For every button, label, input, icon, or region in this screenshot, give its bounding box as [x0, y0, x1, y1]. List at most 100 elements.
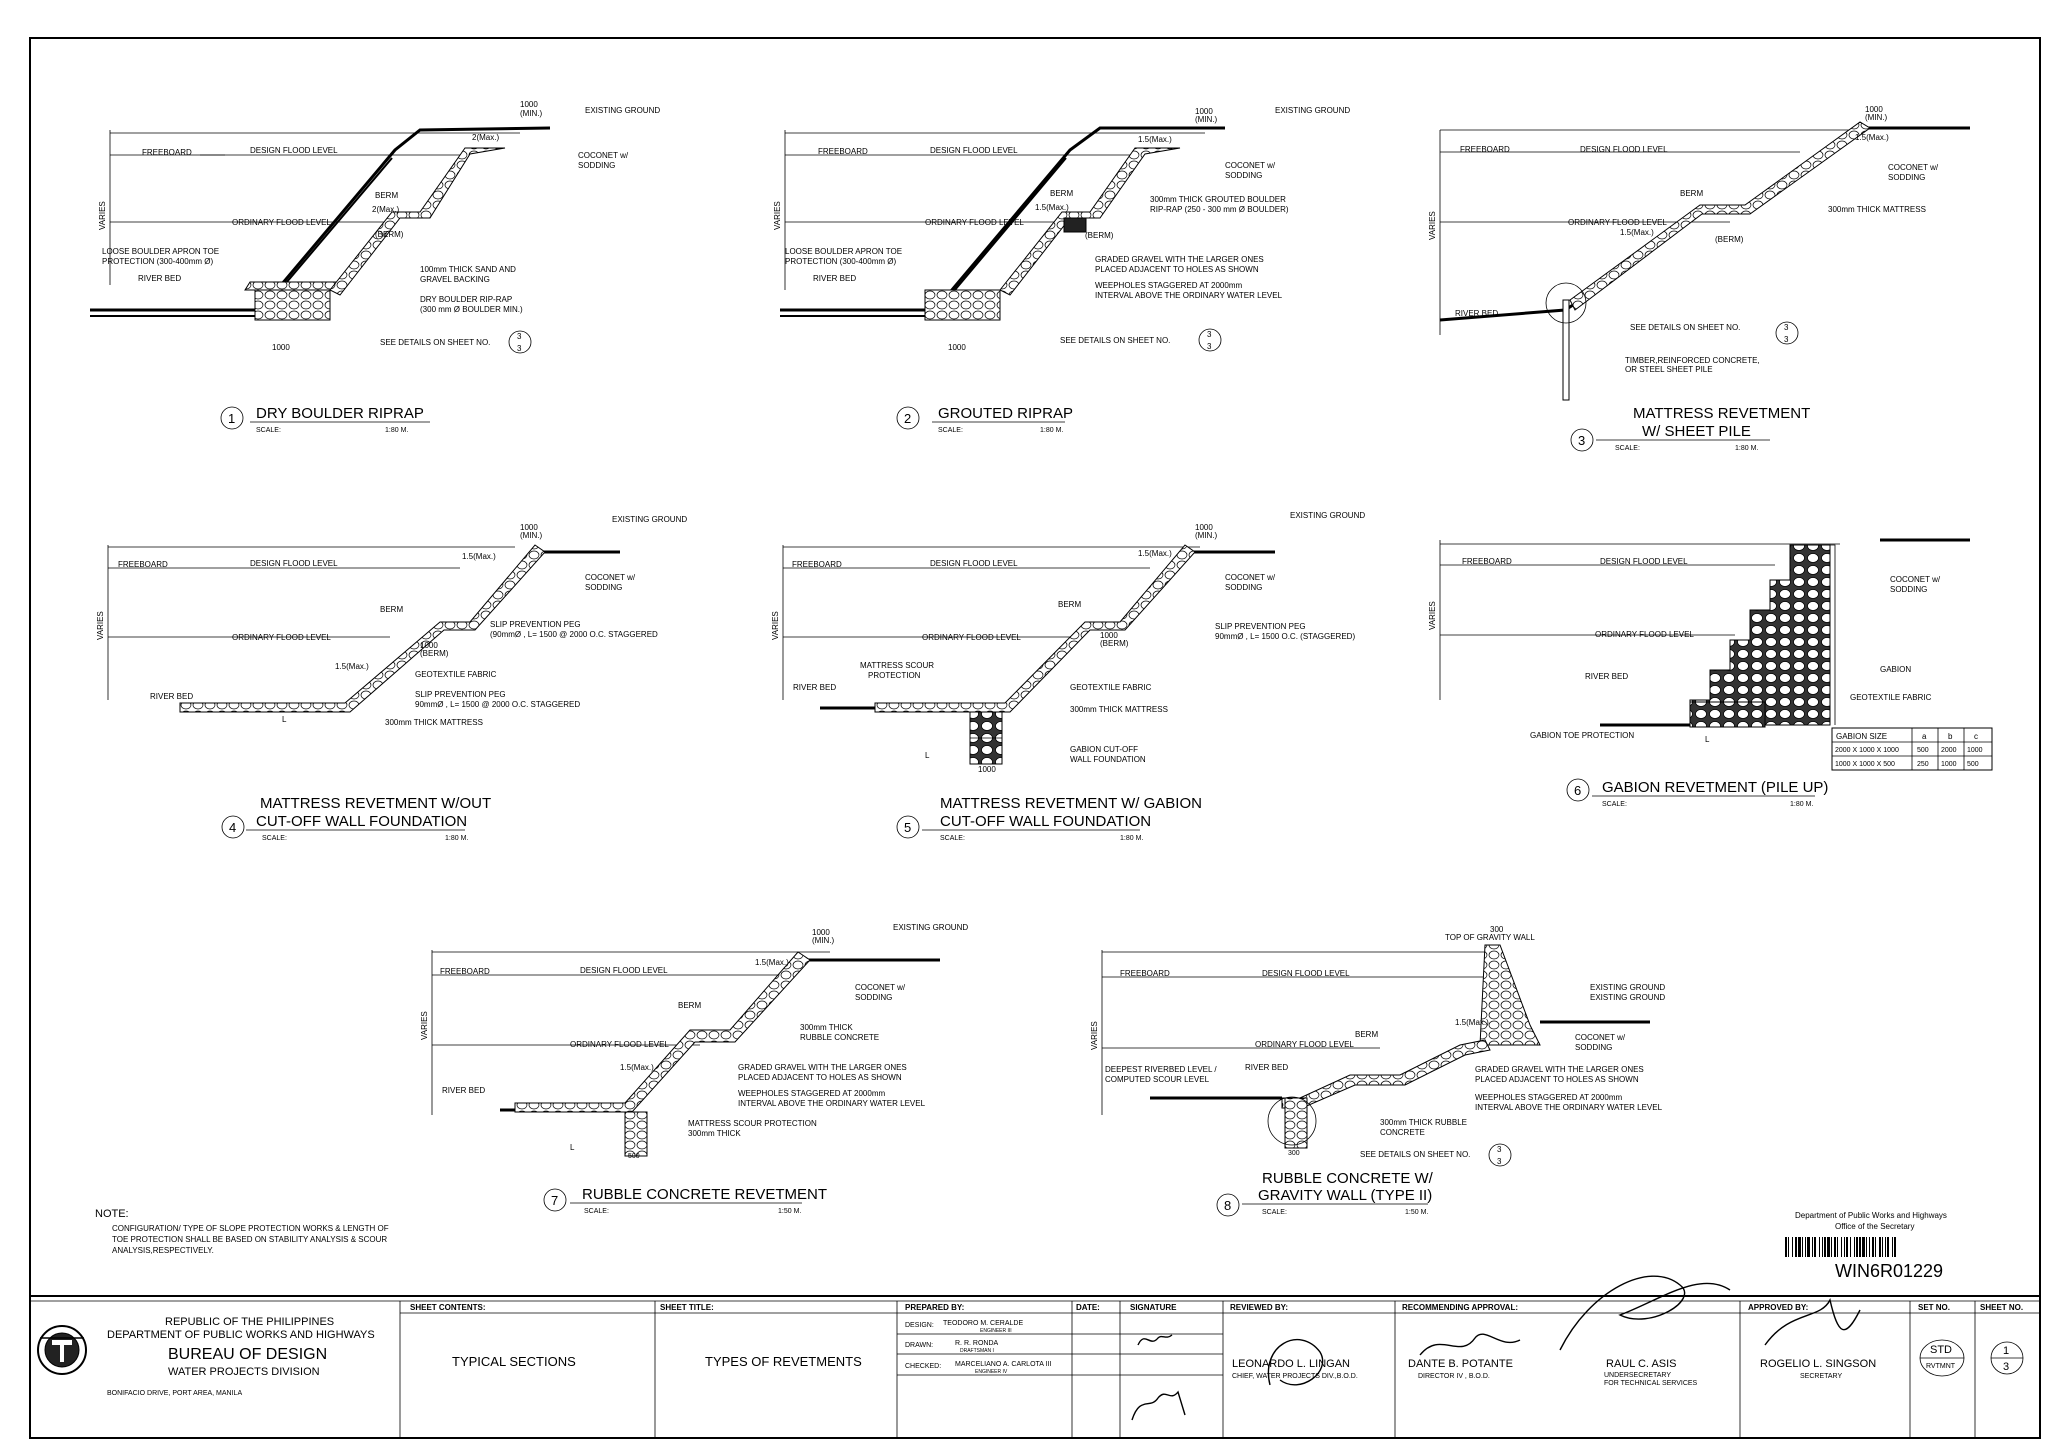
barcode-bar [1894, 1237, 1896, 1257]
svg-text:SCALE:: SCALE: [940, 835, 965, 842]
barcode-bar [1866, 1237, 1867, 1257]
svg-text:GRADED GRAVEL WITH THE LARGER: GRADED GRAVEL WITH THE LARGER ONES [1475, 1065, 1644, 1074]
svg-text:SHEET NO.: SHEET NO. [1980, 1303, 2023, 1312]
svg-text:a: a [1922, 732, 1927, 741]
svg-text:SCALE:: SCALE: [262, 835, 287, 842]
signature-recommending-1 [1419, 1333, 1521, 1356]
svg-text:(BERM): (BERM) [1100, 639, 1129, 648]
barcode-bar [1862, 1237, 1865, 1257]
svg-text:1000: 1000 [1100, 631, 1118, 640]
svg-text:MATTRESS SCOUR PROTECTION: MATTRESS SCOUR PROTECTION [688, 1119, 817, 1128]
barcode-bar [1879, 1237, 1881, 1257]
svg-text:ORDINARY FLOOD LEVEL: ORDINARY FLOOD LEVEL [925, 218, 1024, 227]
svg-text:SEE DETAILS ON SHEET NO.: SEE DETAILS ON SHEET NO. [1630, 323, 1740, 332]
svg-text:SODDING: SODDING [1888, 173, 1925, 182]
svg-text:GEOTEXTILE FABRIC: GEOTEXTILE FABRIC [1070, 683, 1152, 692]
svg-text:L: L [1705, 735, 1710, 744]
svg-text:GEOTEXTILE FABRIC: GEOTEXTILE FABRIC [415, 670, 497, 679]
svg-text:TIMBER,REINFORCED CONCRETE,: TIMBER,REINFORCED CONCRETE, [1625, 356, 1760, 365]
svg-text:PLACED ADJACENT TO HOLES AS SH: PLACED ADJACENT TO HOLES AS SHOWN [1475, 1075, 1639, 1084]
svg-text:GRADED GRAVEL WITH THE LARGER: GRADED GRAVEL WITH THE LARGER ONES [738, 1063, 907, 1072]
svg-text:DRAWN:: DRAWN: [905, 1342, 933, 1349]
svg-text:BERM: BERM [1355, 1030, 1378, 1039]
signature-date-1 [1137, 1334, 1173, 1346]
svg-text:RIP-RAP (250 - 300 mm Ø BOULDE: RIP-RAP (250 - 300 mm Ø BOULDER) [1150, 205, 1289, 214]
svg-text:L: L [925, 751, 930, 760]
barcode-bar [1795, 1237, 1797, 1257]
svg-text:1000: 1000 [1195, 107, 1213, 116]
svg-text:BERM: BERM [380, 605, 403, 614]
svg-text:BERM: BERM [1680, 189, 1703, 198]
svg-text:FOR TECHNICAL SERVICES: FOR TECHNICAL SERVICES [1604, 1380, 1698, 1387]
svg-text:RUBBLE CONCRETE W/: RUBBLE CONCRETE W/ [1262, 1170, 1434, 1187]
barcode-bar [1788, 1237, 1789, 1257]
svg-text:SIGNATURE: SIGNATURE [1130, 1303, 1177, 1312]
svg-text:5: 5 [904, 820, 911, 835]
svg-text:1:50 M.: 1:50 M. [778, 1208, 801, 1215]
svg-text:DATE:: DATE: [1076, 1303, 1100, 1312]
svg-text:2000 X 1000 X 1000: 2000 X 1000 X 1000 [1835, 747, 1899, 754]
svg-text:VARIES: VARIES [771, 611, 780, 640]
svg-text:CHIEF, WATER PROJECTS DIV.,B.O: CHIEF, WATER PROJECTS DIV.,B.O.D. [1232, 1373, 1358, 1380]
barcode-bar [1831, 1237, 1832, 1257]
svg-text:1.5(Max.): 1.5(Max.) [1855, 133, 1889, 142]
svg-text:RIVER BED: RIVER BED [813, 274, 856, 283]
svg-text:REVIEWED BY:: REVIEWED BY: [1230, 1303, 1288, 1312]
svg-text:300mm THICK RUBBLE: 300mm THICK RUBBLE [1380, 1118, 1467, 1127]
barcode-bar [1824, 1237, 1826, 1257]
svg-text:(MIN.): (MIN.) [1195, 115, 1218, 124]
signature-date-2 [1131, 1390, 1186, 1421]
svg-text:1: 1 [228, 411, 235, 426]
svg-text:100mm THICK SAND AND: 100mm THICK SAND AND [420, 265, 516, 274]
svg-text:3: 3 [1207, 330, 1212, 339]
svg-text:TEODORO M. CERALDE: TEODORO M. CERALDE [943, 1320, 1023, 1327]
svg-text:VARIES: VARIES [96, 611, 105, 640]
svg-text:GABION REVETMENT (PILE UP): GABION REVETMENT (PILE UP) [1602, 779, 1828, 796]
svg-text:DANTE B. POTANTE: DANTE B. POTANTE [1408, 1358, 1513, 1370]
svg-text:DIRECTOR IV , B.O.D.: DIRECTOR IV , B.O.D. [1418, 1373, 1490, 1380]
svg-text:COCONET w/: COCONET w/ [1888, 163, 1939, 172]
svg-text:90mmØ , L= 1500 @ 2000 O.C. ST: 90mmØ , L= 1500 @ 2000 O.C. STAGGERED [415, 700, 580, 709]
svg-text:COCONET w/: COCONET w/ [578, 151, 629, 160]
svg-text:VARIES: VARIES [1090, 1021, 1099, 1050]
svg-text:ORDINARY FLOOD LEVEL: ORDINARY FLOOD LEVEL [232, 633, 331, 642]
svg-text:VARIES: VARIES [420, 1011, 429, 1040]
svg-text:PREPARED BY:: PREPARED BY: [905, 1303, 964, 1312]
svg-text:ANALYSIS,RESPECTIVELY.: ANALYSIS,RESPECTIVELY. [112, 1246, 214, 1255]
svg-text:STD: STD [1930, 1344, 1952, 1356]
svg-text:EXISTING GROUND: EXISTING GROUND [1590, 983, 1665, 992]
svg-text:3: 3 [2003, 1361, 2009, 1373]
svg-text:L: L [570, 1143, 575, 1152]
svg-text:(BERM): (BERM) [375, 230, 404, 239]
svg-text:DEEPEST RIVERBED LEVEL /: DEEPEST RIVERBED LEVEL / [1105, 1065, 1217, 1074]
svg-text:ORDINARY FLOOD LEVEL: ORDINARY FLOOD LEVEL [922, 633, 1021, 642]
svg-text:3: 3 [1578, 433, 1585, 448]
svg-text:3: 3 [1207, 342, 1212, 351]
svg-text:3: 3 [1497, 1145, 1502, 1154]
svg-text:BERM: BERM [375, 191, 398, 200]
svg-text:SLIP PREVENTION PEG: SLIP PREVENTION PEG [490, 620, 581, 629]
freeboard-label: FREEBOARD [142, 148, 192, 157]
barcode-bar [1822, 1237, 1823, 1257]
section-5-mattress-gabion-cutoff: VARIES FREEBOARD DESIGN FLOOD LEVEL ORDI… [771, 511, 1365, 842]
svg-text:RIVER BED: RIVER BED [1455, 309, 1498, 318]
svg-text:INTERVAL ABOVE THE ORDINARY WA: INTERVAL ABOVE THE ORDINARY WATER LEVEL [1475, 1103, 1663, 1112]
svg-text:(300 mm Ø BOULDER MIN.): (300 mm Ø BOULDER MIN.) [420, 305, 523, 314]
svg-text:DESIGN FLOOD LEVEL: DESIGN FLOOD LEVEL [1600, 557, 1688, 566]
svg-text:1.5(Max.): 1.5(Max.) [1138, 549, 1172, 558]
svg-text:ROGELIO L. SINGSON: ROGELIO L. SINGSON [1760, 1358, 1876, 1370]
svg-text:BUREAU OF DESIGN: BUREAU OF DESIGN [168, 1346, 327, 1363]
svg-text:1:50 M.: 1:50 M. [1405, 1209, 1428, 1216]
svg-text:2: 2 [904, 411, 911, 426]
svg-text:SODDING: SODDING [585, 583, 622, 592]
svg-text:DESIGN FLOOD LEVEL: DESIGN FLOOD LEVEL [1580, 145, 1668, 154]
svg-text:WALL FOUNDATION: WALL FOUNDATION [1070, 755, 1146, 764]
barcode-bar [1875, 1237, 1876, 1257]
svg-text:GRAVITY WALL (TYPE II): GRAVITY WALL (TYPE II) [1258, 1187, 1432, 1204]
svg-text:1.5(Max.): 1.5(Max.) [1138, 135, 1172, 144]
barcode-bar [1844, 1237, 1845, 1257]
section-4-mattress-without-cutoff: VARIES FREEBOARD DESIGN FLOOD LEVEL ORDI… [96, 515, 687, 842]
svg-text:2(Max.): 2(Max.) [472, 133, 499, 142]
svg-text:1000: 1000 [1941, 761, 1957, 768]
svg-text:SECRETARY: SECRETARY [1800, 1373, 1842, 1380]
